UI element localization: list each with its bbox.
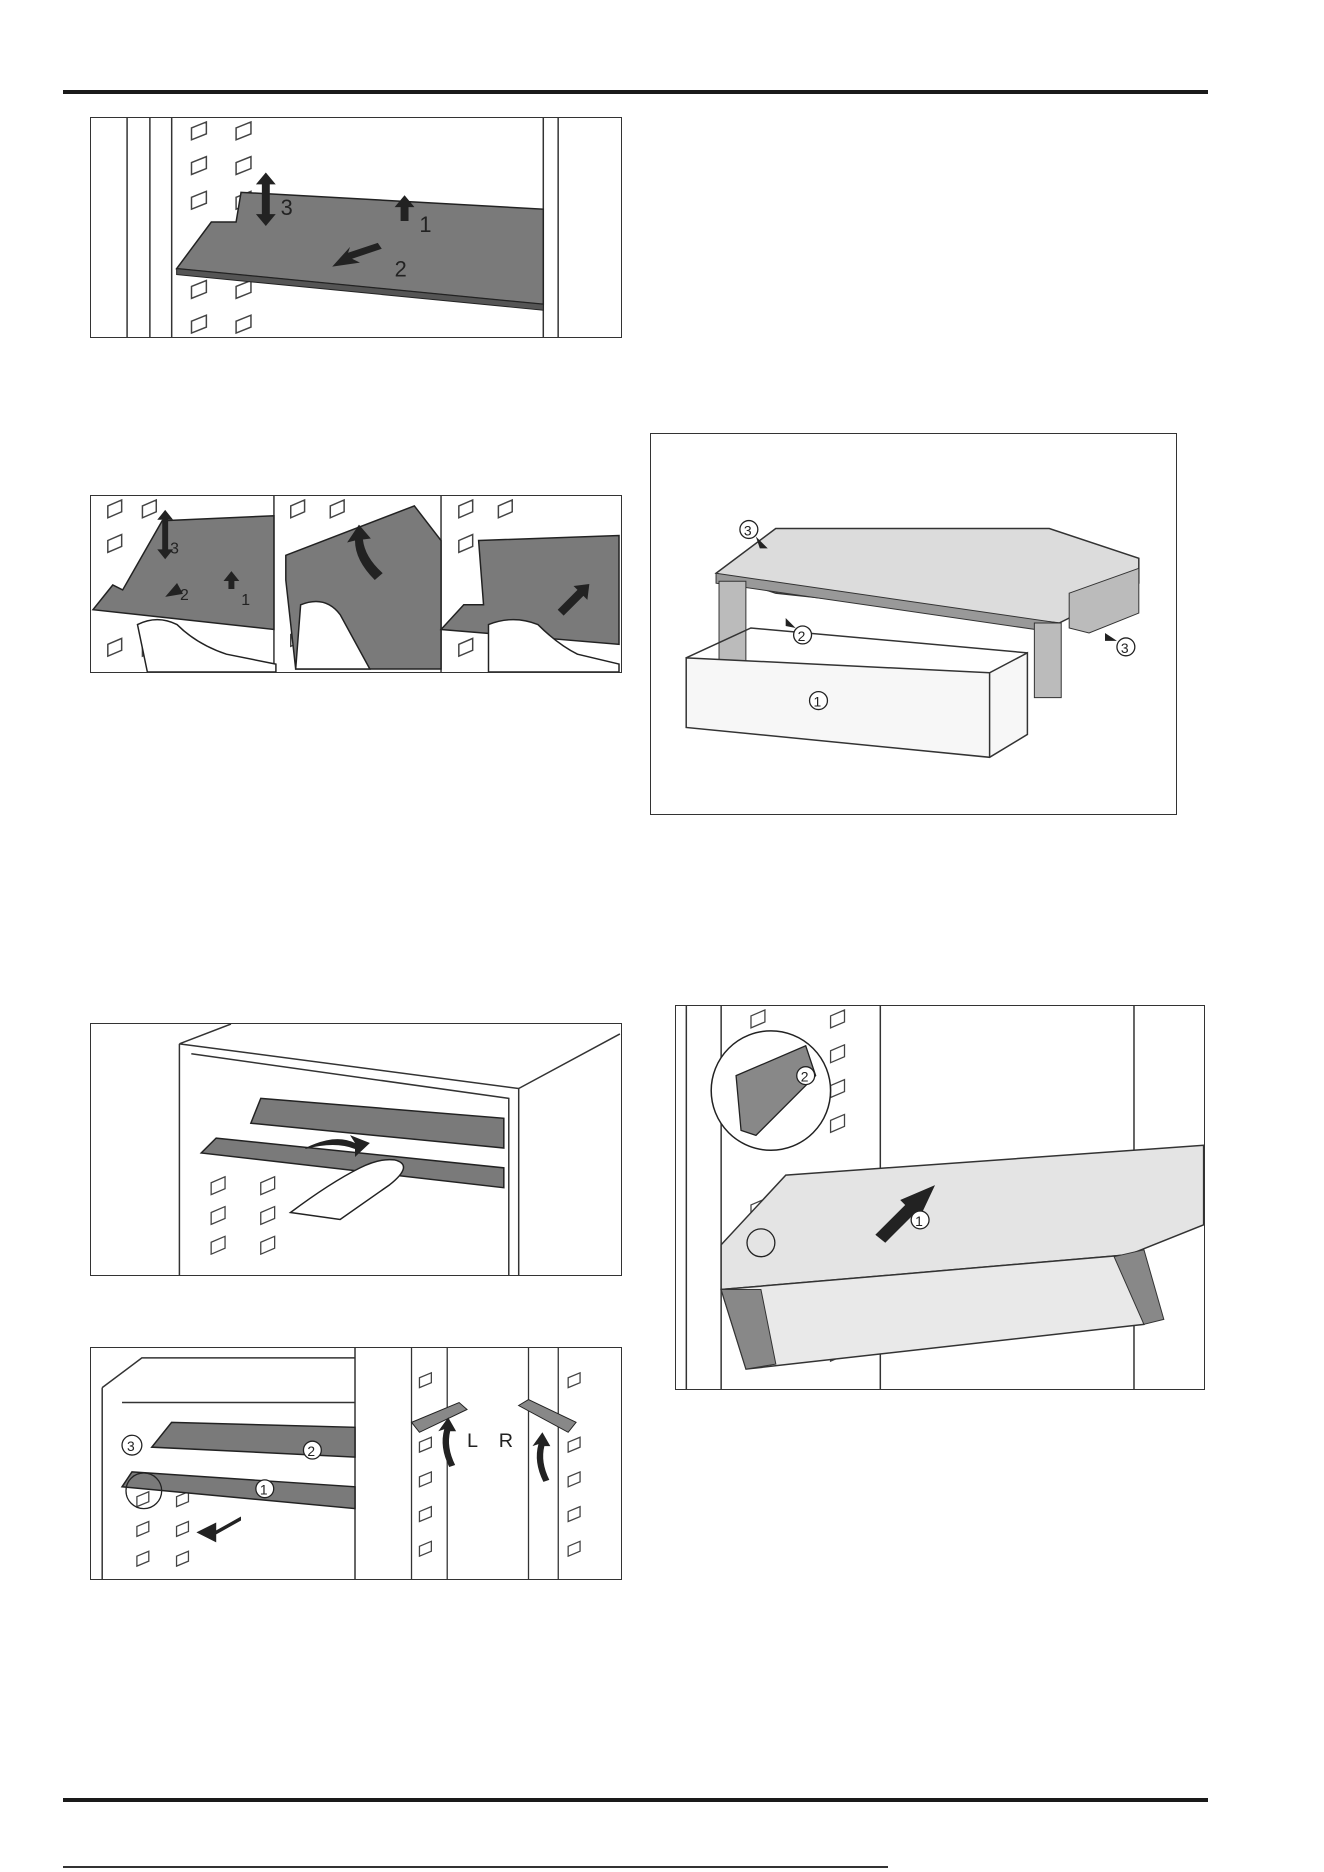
figure-drawer-cover: 3 2 3 1 [650, 433, 1177, 815]
figure-cabinet-shelves [90, 1023, 622, 1276]
figure-shelf-removal: 3 1 2 [90, 117, 622, 338]
fig1-label-3: 3 [281, 195, 293, 220]
fig3-label-1: 1 [814, 694, 822, 710]
figure-cabinet-shelves-drawing [91, 1024, 621, 1275]
fig2-label-3: 3 [170, 540, 179, 557]
header-rule [63, 90, 1208, 94]
figure-drawer-slide: 2 1 [675, 1005, 1205, 1390]
fig3-label-2: 2 [798, 628, 806, 644]
fig6-label-R: R [499, 1430, 513, 1452]
fig1-label-1: 1 [419, 212, 431, 237]
figure-shelf-steps-drawing: 3 2 1 [91, 496, 621, 672]
footer-rule [63, 1798, 1208, 1802]
fig6-label-1: 1 [260, 1482, 268, 1498]
fig6-label-2: 2 [307, 1443, 315, 1459]
fig6-label-L: L [467, 1430, 478, 1452]
fig6-label-3: 3 [127, 1438, 135, 1454]
fig3-label-3a: 3 [744, 522, 752, 538]
figure-shelf-supports-drawing: 3 2 1 L R [91, 1348, 621, 1579]
figure-shelf-removal-drawing: 3 1 2 [91, 118, 621, 337]
fig2-label-1: 1 [241, 592, 250, 609]
bottom-thin-rule [63, 1866, 888, 1868]
fig5-label-2: 2 [801, 1069, 809, 1085]
figure-shelf-supports: 3 2 1 L R [90, 1347, 622, 1580]
fig1-label-2: 2 [395, 257, 407, 282]
fig3-label-3b: 3 [1121, 640, 1129, 656]
fig2-label-2: 2 [180, 587, 189, 604]
figure-drawer-slide-drawing: 2 1 [676, 1006, 1204, 1389]
fig5-label-1: 1 [915, 1213, 923, 1229]
figure-shelf-steps: 3 2 1 [90, 495, 622, 673]
figure-drawer-cover-drawing: 3 2 3 1 [651, 434, 1176, 814]
